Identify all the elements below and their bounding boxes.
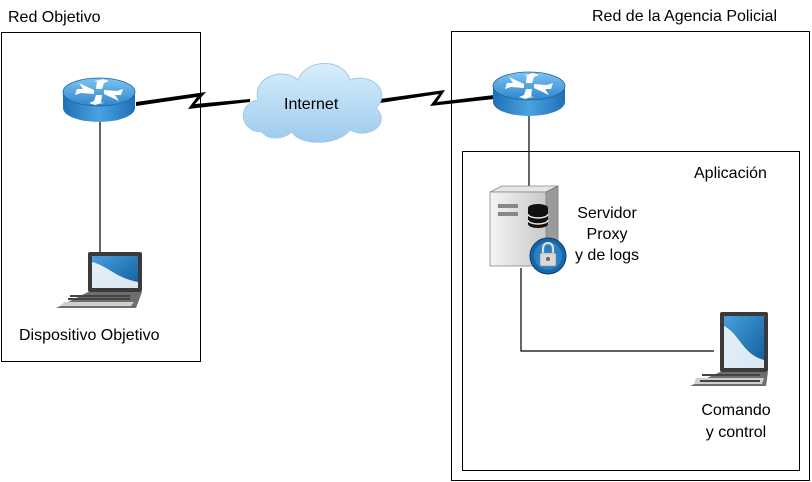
proxy-server-icon bbox=[489, 185, 567, 275]
router-left-icon bbox=[62, 77, 136, 122]
router-right-icon bbox=[492, 71, 566, 116]
application-box bbox=[462, 151, 800, 471]
target-laptop-icon bbox=[56, 252, 142, 308]
wan-link-right bbox=[380, 90, 494, 106]
server-label-line-3: y de logs bbox=[574, 247, 640, 264]
target-device-label: Dispositivo Objetivo bbox=[19, 327, 160, 344]
command-control-label: Comando y control bbox=[686, 400, 786, 444]
internet-label: Internet bbox=[284, 96, 339, 113]
police-network-title: Red de la Agencia Policial bbox=[592, 8, 778, 25]
link-server-to-cc bbox=[520, 268, 714, 352]
server-label-line-1: Servidor bbox=[577, 205, 637, 222]
target-network-box bbox=[1, 32, 201, 362]
cc-label-line-1: Comando bbox=[701, 402, 771, 419]
wan-link-left bbox=[136, 92, 250, 109]
command-control-laptop-icon bbox=[690, 312, 768, 386]
target-network-title: Red Objetivo bbox=[8, 9, 101, 26]
application-title: Aplicación bbox=[694, 165, 767, 182]
cc-label-line-2: y control bbox=[705, 424, 767, 441]
server-label-line-2: Proxy bbox=[586, 226, 628, 243]
police-network-box bbox=[451, 31, 810, 481]
internet-cloud-icon bbox=[242, 63, 383, 143]
server-label: Servidor Proxy y de logs bbox=[566, 203, 648, 266]
connection-lines bbox=[99, 114, 714, 352]
